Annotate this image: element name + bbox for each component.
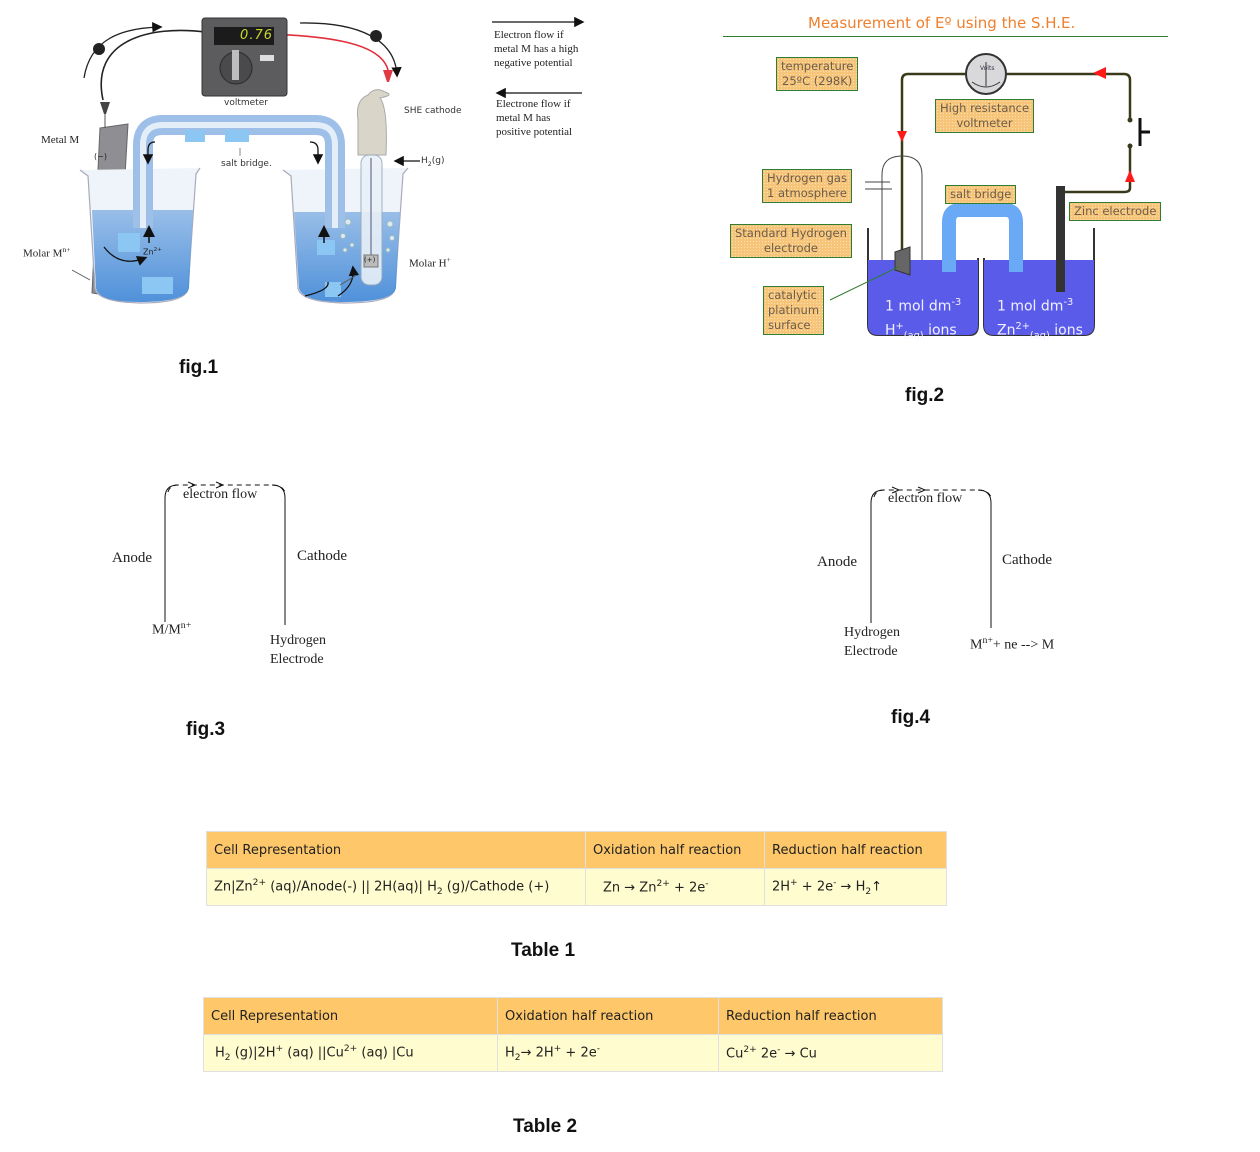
current-arrow <box>1093 67 1106 79</box>
electron-icon <box>370 30 382 42</box>
molar-h-label: Molar H+ <box>409 255 451 270</box>
header-cell: Reduction half reaction <box>718 997 943 1035</box>
metal-electrode-label: M/Mn+ <box>152 620 192 638</box>
header-cell: Cell Representation <box>206 831 586 869</box>
reduction-reaction: Cu2+ 2e- → Cu <box>718 1034 943 1072</box>
electron-flow-label: electron flow <box>183 487 258 502</box>
she-electrode <box>357 89 390 156</box>
right-solution-label: 1 mol dm-3 Zn2+(aq) ions <box>997 297 1083 342</box>
table1-caption: Table 1 <box>511 940 576 961</box>
metal-m-label: Metal M <box>41 134 80 146</box>
fig3-caption: fig.3 <box>186 719 226 740</box>
title-rule <box>723 36 1168 37</box>
anode-label: Anode <box>817 554 857 570</box>
h2-label: H2(g) <box>421 156 445 168</box>
electron-icon <box>93 43 105 55</box>
header-cell: Oxidation half reaction <box>585 831 765 869</box>
table-row: H2 (g)|2H+ (aq) ||Cu2+ (aq) |Cu H2→ 2H+ … <box>203 1034 943 1072</box>
anode-label: Anode <box>112 550 152 566</box>
table1-header-row: Cell Representation Oxidation half react… <box>206 831 947 869</box>
voltmeter-label: voltmeter <box>224 98 268 108</box>
fig2-caption: fig.2 <box>905 385 945 406</box>
zinc-electrode-label: Zinc electrode <box>1069 202 1162 221</box>
header-cell: Cell Representation <box>203 997 498 1035</box>
fig4-caption: fig.4 <box>891 707 931 728</box>
molar-m-label: Molar Mn+ <box>23 245 71 260</box>
table2-header-row: Cell Representation Oxidation half react… <box>203 997 943 1035</box>
header-cell: Oxidation half reaction <box>497 997 719 1035</box>
cell-representation: H2 (g)|2H+ (aq) ||Cu2+ (aq) |Cu <box>203 1034 498 1072</box>
zn-ion-label: Zn2+ <box>143 247 162 257</box>
cathode-label: Cathode <box>1002 552 1052 568</box>
oxidation-reaction: H2→ 2H+ + 2e- <box>497 1034 719 1072</box>
zinc-electrode <box>1056 186 1065 292</box>
voltmeter-reading: 0.76 <box>240 28 273 43</box>
current-arrow <box>897 131 907 142</box>
table-row: Zn|Zn2+ (aq)/Anode(-) || 2H(aq)| H2 (g)/… <box>206 868 947 906</box>
minus-sign: (−) <box>94 152 107 161</box>
fig4-circuit <box>870 486 992 628</box>
table1: Cell Representation Oxidation half react… <box>206 831 947 906</box>
fig1-apparatus <box>71 16 585 304</box>
cathode-label: Cathode <box>297 548 347 564</box>
she-cathode-label: SHE cathode <box>404 106 462 116</box>
electron-arrow-left <box>83 21 163 79</box>
wire-left <box>100 29 206 101</box>
platinum-plate <box>894 246 911 276</box>
left-solution-label: 1 mol dm-3 H+(aq) ions <box>885 297 962 342</box>
table2: Cell Representation Oxidation half react… <box>203 997 943 1072</box>
fig3-circuit <box>164 481 286 625</box>
fig2-title: Measurement of Eº using the S.H.E. <box>808 14 1076 32</box>
fig2-apparatus <box>829 53 1150 336</box>
volts-label: Volts <box>980 65 995 72</box>
fig1-caption: fig.1 <box>179 357 219 378</box>
cell-representation: Zn|Zn2+ (aq)/Anode(-) || 2H(aq)| H2 (g)/… <box>206 868 586 906</box>
reduction-label: Mn++ ne --> M <box>970 635 1055 653</box>
oxidation-reaction: Zn → Zn2+ + 2e- <box>585 868 765 906</box>
electron-arrow-right <box>299 22 402 78</box>
header-cell: Reduction half reaction <box>764 831 947 869</box>
table2-caption: Table 2 <box>513 1116 578 1137</box>
current-arrow <box>1125 170 1135 182</box>
salt-bridge-label: salt bridge <box>945 185 1017 204</box>
reduction-reaction: 2H+ + 2e- → H2↑ <box>764 868 947 906</box>
salt-bridge-label: salt bridge. <box>221 159 272 169</box>
salt-bridge <box>942 203 1023 272</box>
plus-sign: (+) <box>364 256 376 264</box>
electron-flow-label: electron flow <box>888 491 963 506</box>
